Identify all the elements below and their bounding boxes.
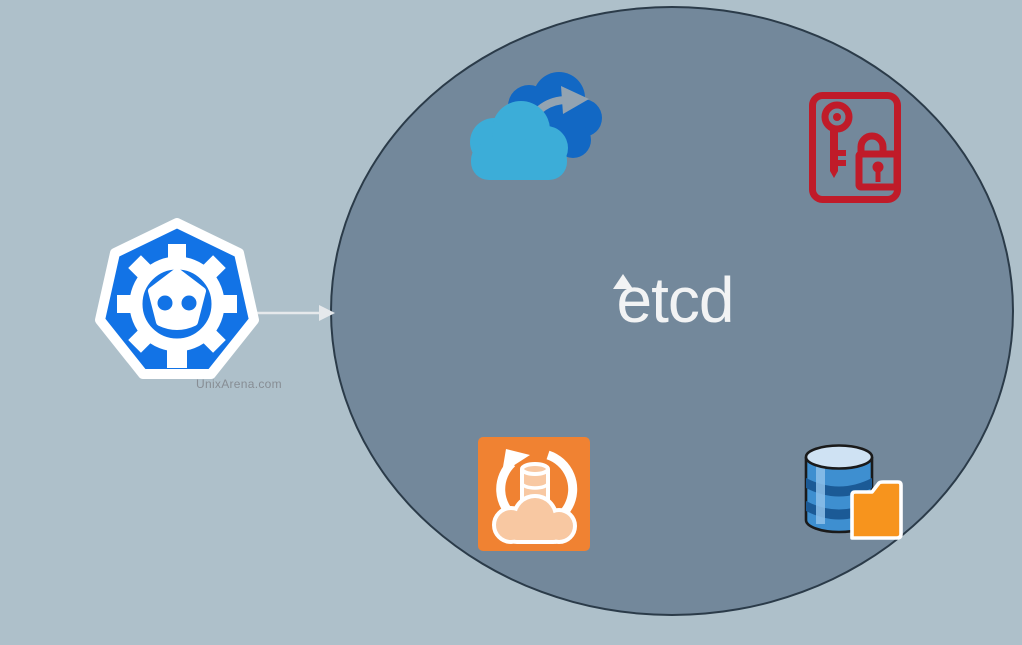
robot-face-icon <box>148 268 206 330</box>
connector-arrow <box>255 305 335 321</box>
frame <box>809 92 901 203</box>
front-cloud-icon <box>470 101 568 180</box>
folder-icon <box>850 480 903 540</box>
etcd-label: etcd <box>616 264 735 336</box>
padlock-icon <box>855 150 901 191</box>
cloud-sync-icon <box>470 72 602 180</box>
cloud-backup-restore-icon <box>478 437 590 551</box>
cloud-icon <box>492 494 577 544</box>
padlock-shackle <box>857 132 887 155</box>
database-folder-icon <box>804 444 903 540</box>
watermark-text: UnixArena.com <box>196 377 282 391</box>
arrowhead-icon <box>319 305 335 321</box>
kubernetes-gear-logo <box>95 218 259 379</box>
key-lock-security-icon <box>809 92 901 203</box>
etcd-logo-peak <box>613 274 633 289</box>
